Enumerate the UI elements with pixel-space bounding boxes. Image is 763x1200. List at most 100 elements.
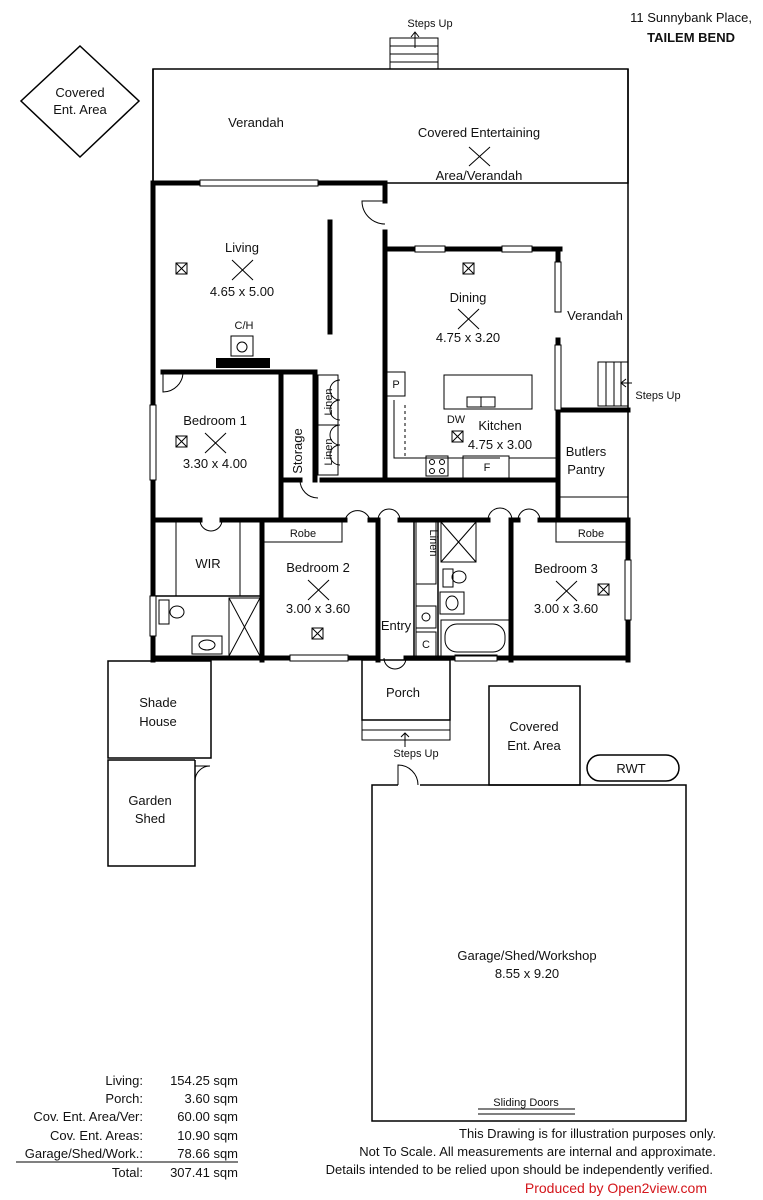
light-icon (451, 430, 464, 443)
bedroom-2: Robe Bedroom 2 3.00 x 3.60 (263, 521, 350, 640)
area-value: 10.90 sqm (177, 1128, 238, 1143)
linen3-label: Linen (427, 530, 439, 557)
bedroom2-label: Bedroom 2 (286, 560, 350, 575)
doors (162, 200, 541, 670)
cupboard-c-label: C (422, 639, 430, 651)
steps-up-porch-label: Steps Up (393, 748, 438, 760)
covered-ent-area-bottom: Covered Ent. Area (488, 685, 581, 786)
covered-ent-area-top-line1: Covered (55, 85, 104, 100)
covered-ent-area-top-line2: Ent. Area (53, 102, 107, 117)
area-label: Total: (112, 1165, 143, 1180)
heater-unit-icon (230, 335, 254, 357)
bedroom-3: Robe Bedroom 3 3.00 x 3.60 (534, 521, 627, 616)
light-icon (462, 262, 475, 275)
bedroom3-size: 3.00 x 3.60 (534, 601, 598, 616)
heater-icon (597, 583, 610, 596)
butlers-pantry-line1: Butlers (566, 444, 607, 459)
disclaimer-line1: This Drawing is for illustration purpose… (459, 1126, 716, 1141)
storage-label: Storage (290, 428, 305, 474)
steps-up-east-label: Steps Up (635, 390, 680, 402)
area-label: Living: (105, 1073, 143, 1088)
dining-size: 4.75 x 3.20 (436, 330, 500, 345)
bath-icon (440, 619, 510, 657)
wir-label: WIR (195, 556, 220, 571)
area-value: 154.25 sqm (170, 1073, 238, 1088)
kitchen-label: Kitchen (478, 418, 521, 433)
shade-house-line1: Shade (139, 695, 177, 710)
steps-up-east: Steps Up (597, 361, 681, 407)
fridge-f-label: F (484, 462, 491, 474)
pantry-p-label: P (392, 379, 399, 391)
heater-icon (175, 262, 188, 275)
area-label: Cov. Ent. Areas: (50, 1128, 143, 1143)
dw-label: DW (447, 414, 466, 426)
living-label: Living (225, 240, 259, 255)
robe2-label: Robe (290, 528, 316, 540)
bedroom1-label: Bedroom 1 (183, 413, 247, 428)
verandah-outline (152, 68, 629, 184)
shade-house-line2: House (139, 714, 177, 729)
linen-cupboard (317, 424, 339, 476)
area-label: Porch: (105, 1091, 143, 1106)
kitchen: P DW Kitchen 4.75 x 3.00 F (386, 371, 558, 479)
kitchen-size: 4.75 x 3.00 (468, 437, 532, 452)
basin-icon (415, 605, 437, 629)
covered-ent-area-bottom-line2: Ent. Area (507, 738, 561, 753)
light-icon (468, 146, 491, 167)
verandah-north-label: Verandah (228, 115, 284, 130)
ceiling-fan-icon (555, 580, 578, 602)
sliding-doors-label: Sliding Doors (493, 1097, 559, 1109)
linen2-label: Linen (323, 439, 335, 466)
garden-shed-line1: Garden (128, 793, 171, 808)
kitchen-island (443, 374, 533, 410)
garage: Garage/Shed/Workshop 8.55 x 9.20 Sliding… (371, 764, 687, 1122)
windows (149, 179, 632, 662)
bedroom-1: Bedroom 1 3.30 x 4.00 (175, 413, 247, 471)
toilet-icon (442, 568, 454, 588)
basin-icon (439, 591, 465, 615)
garden-shed-line2: Shed (135, 811, 165, 826)
rwt-tank: RWT (586, 754, 680, 782)
area-value: 60.00 sqm (177, 1109, 238, 1124)
disclaimer-line3: Details intended to be relied upon shoul… (326, 1162, 713, 1177)
verandah-east-label: Verandah (567, 308, 623, 323)
wir: WIR (158, 522, 261, 657)
dining-label: Dining (450, 290, 487, 305)
bedroom2-size: 3.00 x 3.60 (286, 601, 350, 616)
area-schedule: Living: 154.25 sqm Porch: 3.60 sqm Cov. … (16, 1073, 238, 1180)
entry-label: Entry (381, 618, 412, 633)
fridge-space (462, 455, 510, 479)
area-value: 3.60 sqm (185, 1091, 238, 1106)
linen-cupboard (415, 521, 437, 585)
ch-label: C/H (235, 320, 254, 332)
ceiling-fan-icon (307, 579, 330, 601)
ceiling-fan-icon (231, 259, 254, 281)
garage-label: Garage/Shed/Workshop (457, 948, 596, 963)
shade-house: Shade House (107, 660, 212, 759)
covered-ent-area-bottom-line1: Covered (509, 719, 558, 734)
covered-entertaining-line1: Covered Entertaining (418, 125, 540, 140)
robe3-label: Robe (578, 528, 604, 540)
bedroom3-label: Bedroom 3 (534, 561, 598, 576)
steps-up-top-label: Steps Up (407, 18, 452, 30)
area-label: Cov. Ent. Area/Ver: (33, 1109, 143, 1124)
entry-area: Linen Entry C (381, 521, 510, 657)
basin-icon (191, 635, 223, 655)
cupboard (415, 631, 437, 657)
butlers-pantry-line2: Pantry (567, 462, 605, 477)
robe-3 (555, 521, 627, 543)
covered-ent-area-top: Covered Ent. Area (19, 44, 141, 159)
garage-size: 8.55 x 9.20 (495, 966, 559, 981)
rwt-label: RWT (616, 761, 645, 776)
porch: Porch Steps Up (361, 659, 451, 760)
butlers-pantry: Butlers Pantry (558, 444, 628, 498)
cooktop-icon (425, 455, 449, 477)
area-value: 78.66 sqm (177, 1146, 238, 1161)
covered-entertaining-line2: Area/Verandah (436, 168, 523, 183)
area-label: Garage/Shed/Work.: (25, 1146, 143, 1161)
credit-text: Produced by Open2view.com (525, 1180, 707, 1196)
house-walls (150, 180, 631, 663)
robe-2 (263, 521, 343, 543)
bedroom1-size: 3.30 x 4.00 (183, 456, 247, 471)
